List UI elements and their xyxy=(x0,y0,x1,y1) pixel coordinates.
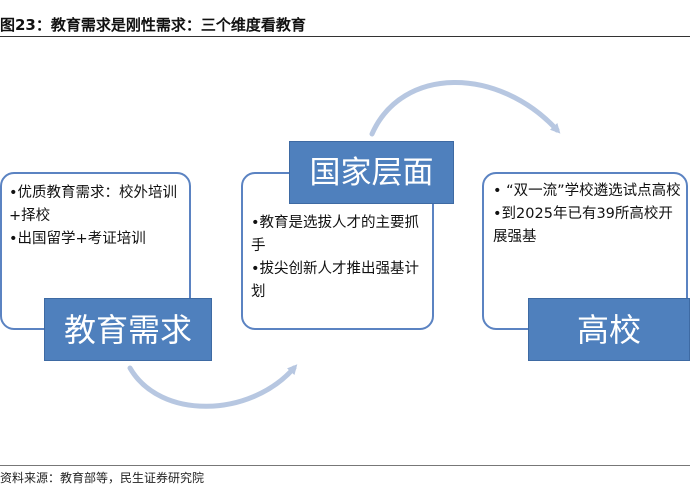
label-text: 国家层面 xyxy=(309,155,434,191)
arrow-upper-curve xyxy=(369,80,561,137)
bullet-item: • “双一流”学校遴选试点高校 xyxy=(493,183,681,199)
bullet-item: •出国留学+考证培训 xyxy=(9,231,146,247)
label-education-demand: 教育需求 xyxy=(44,298,212,361)
figure-title: 图23：教育需求是刚性需求：三个维度看教育 xyxy=(0,16,306,34)
figure-source: 资料来源：教育部等，民生证券研究院 xyxy=(0,471,205,485)
arrow-lower-curve xyxy=(127,364,298,409)
label-text: 高校 xyxy=(576,311,641,349)
source-divider xyxy=(0,465,690,466)
label-text: 教育需求 xyxy=(63,311,192,349)
bullet-item: •教育是选拔人才的主要抓手 xyxy=(251,215,420,254)
bullet-item: •优质教育需求：校外培训+择校 xyxy=(9,185,178,224)
bullet-item: •到2025年已有39所高校开展强基 xyxy=(493,206,673,245)
title-divider xyxy=(0,36,690,37)
bullet-item: •拔尖创新人才推出强基计划 xyxy=(251,261,420,300)
panel-education-demand: •优质教育需求：校外培训+择校 •出国留学+考证培训 xyxy=(0,172,191,330)
label-universities: 高校 xyxy=(528,298,690,361)
label-national-level: 国家层面 xyxy=(289,141,454,204)
